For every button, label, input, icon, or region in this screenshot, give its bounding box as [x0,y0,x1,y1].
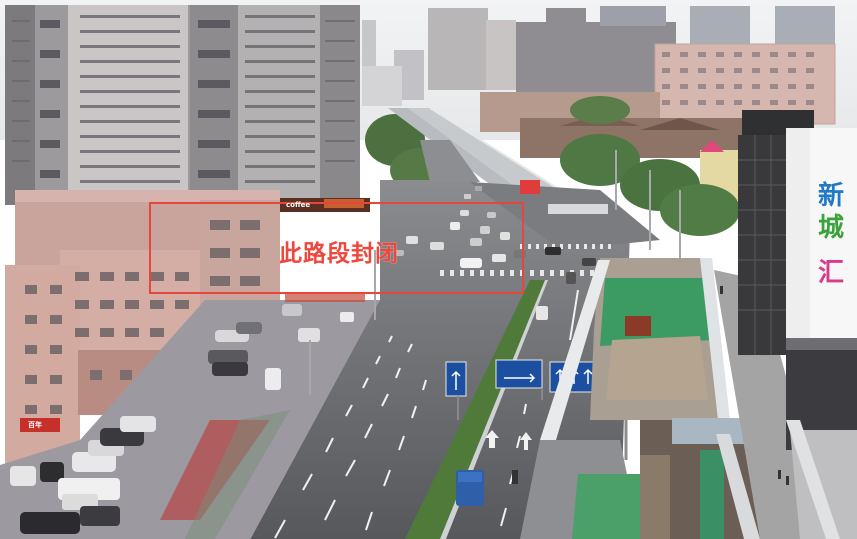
left-tall-towers [5,5,360,205]
mall-sign-char-1: 新 [818,181,845,211]
closure-annotation-box [149,202,524,294]
distant-towers [362,6,835,106]
construction-zone [520,258,770,539]
parked-cars [10,292,365,534]
distant-low-roofs [480,92,750,200]
pharmacy-sign: 百年 [28,421,42,429]
mall-building [738,110,857,539]
mall-sign-char-3: 汇 [818,258,845,288]
mall-sign-char-2: 城 [818,213,845,243]
coffee-storefront-sign: coffee [286,201,311,209]
traffic [394,180,608,506]
left-low-rise [5,190,370,498]
closure-annotation-text: 此路段封闭 [279,241,399,267]
median-strip [405,280,545,539]
